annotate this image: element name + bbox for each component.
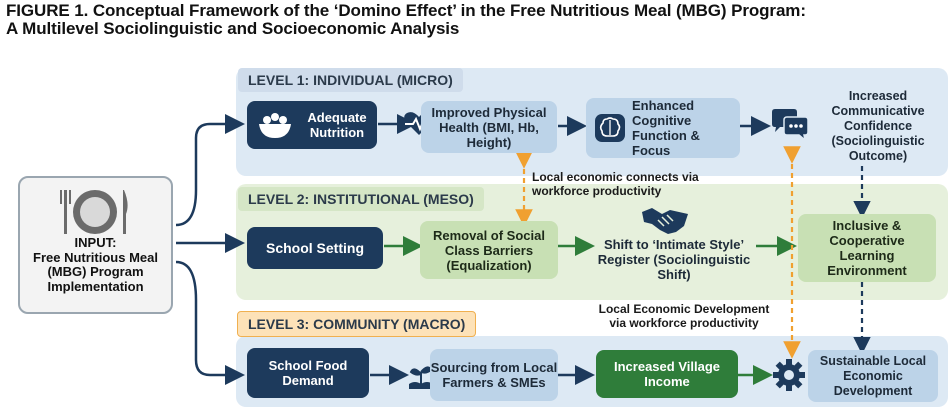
node-inclusive-learning-environment-label: Inclusive & Cooperative Learning Environ… (827, 218, 907, 278)
node-school-food-demand: School Food Demand (247, 348, 369, 398)
node-school-setting-label: School Setting (266, 239, 364, 256)
node-school-food-demand-label: School Food Demand (268, 358, 348, 388)
annotation-macro-link-line2: via workforce productivity (609, 316, 759, 330)
node-sourcing-local-farmers-label: Sourcing from Local Farmers & SMEs (430, 360, 558, 390)
node-increased-communicative-confidence-label: Increased Communicative Confidence (Soci… (831, 88, 925, 163)
plant-hand-icon (409, 366, 433, 389)
node-increased-village-income-label: Increased Village Income (614, 359, 720, 389)
annotation-meso-link-line1: Local economic connects via (532, 170, 699, 184)
figure-title: FIGURE 1. Conceptual Framework of the ‘D… (6, 2, 946, 38)
handshake-icon (642, 208, 688, 234)
level-1-tag: LEVEL 1: INDIVIDUAL (MICRO) (238, 68, 463, 92)
node-shift-intimate-style-label: Shift to ‘Intimate Style’ Register (Soci… (597, 236, 751, 282)
node-removal-social-class-barriers: Removal of Social Class Barriers (Equali… (420, 221, 558, 279)
level-3-tag: LEVEL 3: COMMUNITY (MACRO) (237, 311, 477, 337)
node-increased-communicative-confidence: Increased Communicative Confidence (Soci… (808, 86, 948, 166)
plate-cutlery-icon (60, 190, 128, 234)
node-removal-social-class-barriers-label: Removal of Social Class Barriers (Equali… (433, 227, 545, 273)
speech-bubbles-icon (772, 109, 809, 142)
annotation-meso-link-line2: workforce productivity (532, 184, 662, 198)
node-improved-physical-health-label: Improved Physical Health (BMI, Hb, Heigh… (431, 104, 547, 150)
input-label-line1: INPUT: (74, 235, 117, 250)
input-to-level3-arrow (175, 260, 245, 385)
node-school-setting: School Setting (247, 227, 383, 269)
node-sourcing-local-farmers: Sourcing from Local Farmers & SMEs (430, 349, 558, 401)
annotation-macro-link-line1: Local Economic Development (598, 302, 770, 316)
node-improved-physical-health: Improved Physical Health (BMI, Hb, Heigh… (421, 101, 557, 153)
input-label: INPUT: Free Nutritious Meal (MBG) Progra… (20, 235, 171, 294)
node-increased-village-income: Increased Village Income (596, 350, 738, 398)
node-shift-intimate-style: Shift to ‘Intimate Style’ Register (Soci… (592, 234, 756, 284)
node-enhanced-cognitive: Enhanced Cognitive Function & Focus (586, 98, 740, 158)
annotation-meso-link: Local economic connects via workforce pr… (532, 170, 699, 198)
node-sustainable-economic-development-label: Sustainable Local Economic Development (819, 353, 927, 398)
figure-title-line1: FIGURE 1. Conceptual Framework of the ‘D… (6, 1, 806, 20)
annotation-macro-link: Local Economic Development via workforce… (584, 302, 784, 330)
node-enhanced-cognitive-label: Enhanced Cognitive Function & Focus (632, 98, 700, 158)
input-label-line4: Implementation (47, 278, 144, 294)
node-inclusive-learning-environment: Inclusive & Cooperative Learning Environ… (798, 214, 936, 282)
input-to-level1-arrow (175, 114, 245, 227)
figure-title-line2: A Multilevel Sociolinguistic and Socioec… (6, 19, 460, 38)
node-adequate-nutrition-label: Adequate Nutrition (307, 110, 367, 140)
node-adequate-nutrition: Adequate Nutrition (247, 101, 377, 149)
gear-icon (773, 359, 805, 391)
level-2-tag: LEVEL 2: INSTITUTIONAL (MESO) (238, 187, 484, 211)
input-label-line2: Free Nutritious Meal (33, 249, 158, 265)
input-box: INPUT: Free Nutritious Meal (MBG) Progra… (18, 176, 173, 314)
input-label-line3: (MBG) Program (47, 264, 144, 279)
salad-bowl-icon (259, 113, 291, 138)
brain-icon (595, 114, 625, 142)
node-sustainable-economic-development: Sustainable Local Economic Development (808, 350, 938, 402)
